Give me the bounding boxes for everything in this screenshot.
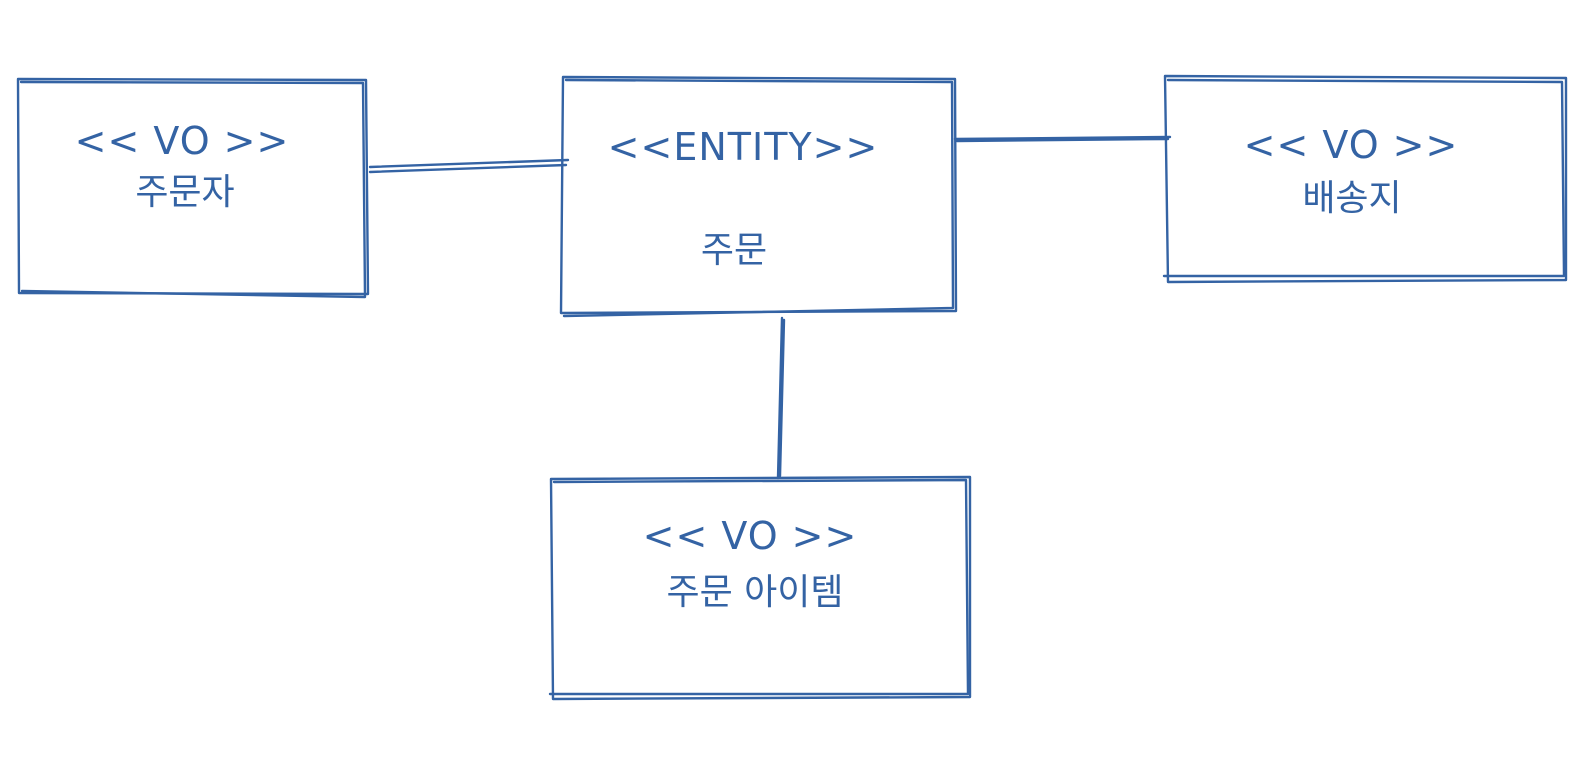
node-shipping[interactable]: << VO >> 배송지: [1162, 74, 1568, 284]
node-order-item[interactable]: << VO >> 주문 아이템: [548, 475, 972, 701]
node-order[interactable]: <<ENTITY>> 주문: [559, 75, 958, 318]
node-orderer-border: [16, 77, 370, 299]
node-shipping-border: [1162, 74, 1568, 284]
node-shipping-name: 배송지: [1302, 178, 1401, 219]
node-orderer[interactable]: << VO >> 주문자: [16, 77, 370, 299]
node-order-item-border: [548, 475, 972, 701]
connector-orderer-order: [368, 158, 570, 174]
node-order-stereotype: <<ENTITY>>: [608, 125, 879, 169]
node-order-item-stereotype: << VO >>: [643, 514, 858, 558]
node-shipping-stereotype: << VO >>: [1244, 123, 1459, 167]
connector-order-order-item: [776, 316, 786, 480]
node-order-border: [559, 75, 958, 318]
node-order-name: 주문: [701, 230, 767, 271]
node-order-item-name: 주문 아이템: [666, 572, 843, 613]
node-orderer-stereotype: << VO >>: [75, 119, 290, 163]
node-orderer-name: 주문자: [135, 172, 234, 213]
connector-order-shipping: [953, 135, 1172, 143]
